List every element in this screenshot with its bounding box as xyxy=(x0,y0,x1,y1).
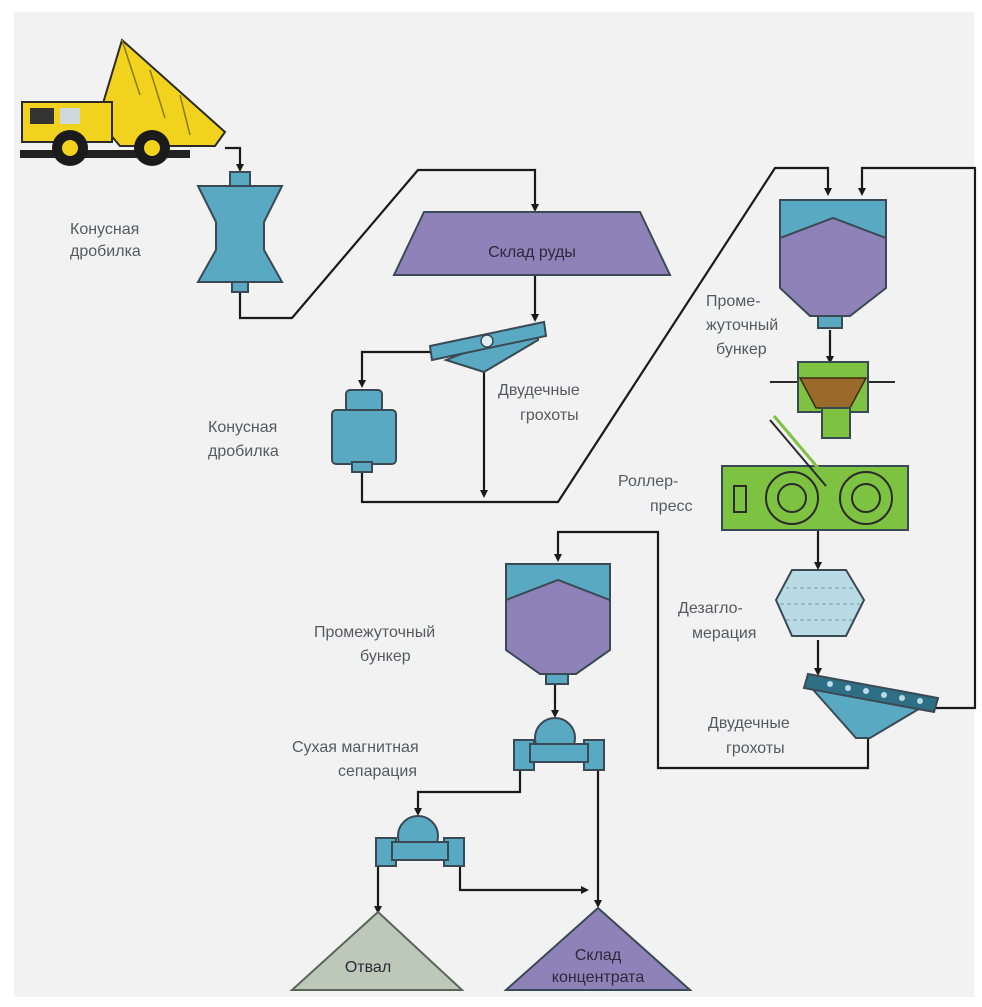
cone-crusher-1-label-line1: Конусная xyxy=(70,221,139,238)
ore-stockpile-icon xyxy=(392,211,672,276)
bunker-2-label-line2: бункер xyxy=(360,648,411,665)
roller-press-label-line1: Роллер- xyxy=(618,473,678,490)
screen-2-label-line1: Двудечные xyxy=(708,715,790,732)
bunker-1-label-line3: бункер xyxy=(716,341,767,358)
screen-icon xyxy=(802,672,940,739)
deagglomerator-icon xyxy=(774,569,866,637)
deagglomeration-label-line1: Дезагло- xyxy=(678,600,743,617)
screen-2-label-line2: грохоты xyxy=(726,740,785,757)
screen-icon xyxy=(428,320,548,374)
cone-crusher-icon xyxy=(196,171,284,293)
concentrate-store-label-line1: Склад xyxy=(575,947,622,964)
mag-sep-label-line2: сепарация xyxy=(338,763,417,780)
hopper-icon xyxy=(505,563,611,685)
screen-1-label-line1: Двудечные xyxy=(498,382,580,399)
concentrate-store-label-line2: концентрата xyxy=(552,969,645,986)
bunker-1-label-line2: жуточный xyxy=(706,317,778,334)
bunker-2-label-line1: Промежуточный xyxy=(314,624,435,641)
cone-crusher-icon xyxy=(331,389,397,473)
roller-press-icon xyxy=(721,361,909,531)
bunker-1-label-line1: Проме- xyxy=(706,293,761,310)
concentrate-stockpile-icon xyxy=(503,906,693,991)
cone-crusher-2-label-line2: дробилка xyxy=(208,443,279,460)
magnetic-separator-icon xyxy=(513,717,605,771)
screen-1-label-line2: грохоты xyxy=(520,407,579,424)
dump-truck-icon xyxy=(20,38,227,166)
mag-sep-label-line1: Сухая магнитная xyxy=(292,739,419,756)
cone-crusher-2-label-line1: Конусная xyxy=(208,419,277,436)
flow-lines xyxy=(225,146,977,914)
hopper-icon xyxy=(779,199,887,329)
cone-crusher-1-label-line2: дробилка xyxy=(70,243,141,260)
tailings-label: Отвал xyxy=(345,959,391,976)
magnetic-separator-icon xyxy=(375,815,465,867)
deagglomeration-label-line2: мерация xyxy=(692,625,756,642)
roller-press-label-line2: пресс xyxy=(650,498,692,515)
ore-store-label: Склад руды xyxy=(488,244,576,261)
dump-pile-icon xyxy=(289,910,465,991)
